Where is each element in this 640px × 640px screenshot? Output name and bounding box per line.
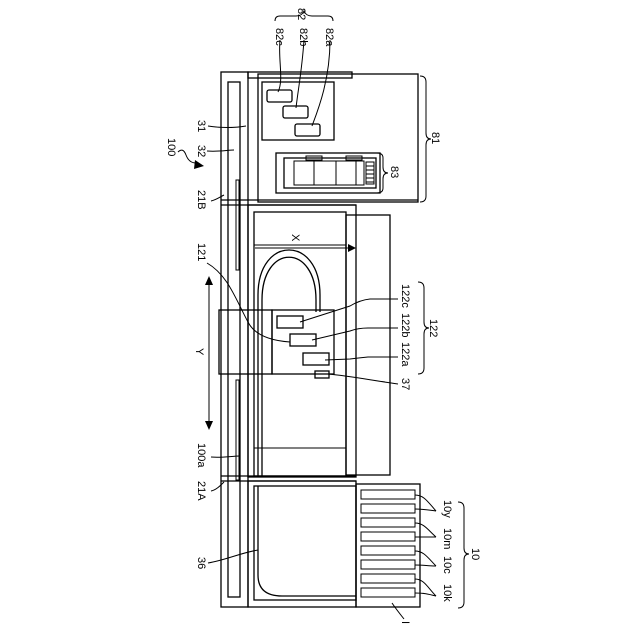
label-122: 122	[427, 319, 439, 337]
label-121: 121	[195, 243, 207, 261]
y-arrow	[205, 276, 213, 430]
label-82a: 82a	[323, 28, 335, 47]
label-10m: 10m	[441, 528, 453, 549]
label-10: 10	[469, 548, 481, 560]
cartridge	[361, 588, 415, 597]
carriage-121	[219, 310, 334, 378]
cartridge	[361, 574, 415, 583]
cartridge	[361, 504, 415, 513]
cap-unit-83	[276, 153, 380, 193]
label-83: 83	[388, 166, 400, 178]
component-82a	[295, 124, 320, 136]
label-122b: 122b	[399, 313, 411, 337]
print-area	[248, 205, 390, 477]
label-x: X	[289, 234, 301, 242]
label-100a: 100a	[195, 443, 207, 468]
label-82b: 82b	[297, 28, 309, 46]
label-37: 37	[399, 378, 411, 390]
ink-unit-10	[356, 484, 420, 607]
label-100: 100	[165, 138, 177, 156]
y-rail	[236, 180, 239, 480]
labels: 100 82 82c 82b 82a 31 32 81 83 21B X 121…	[165, 8, 481, 624]
label-82c: 82c	[273, 28, 285, 46]
component-82b	[283, 106, 308, 118]
label-36: 36	[195, 557, 207, 569]
label-122a: 122a	[399, 342, 411, 367]
label-81: 81	[429, 132, 441, 144]
cartridge	[361, 518, 415, 527]
maintenance-unit	[258, 74, 418, 202]
label-I: I	[399, 621, 411, 624]
label-10c: 10c	[441, 556, 453, 574]
lower-area	[248, 481, 356, 607]
component-82c	[267, 90, 292, 102]
cartridge	[361, 532, 415, 541]
cartridge	[361, 560, 415, 569]
label-y: Y	[193, 348, 205, 356]
label-122c: 122c	[399, 284, 411, 308]
label-10k: 10k	[441, 584, 453, 602]
platen-loop	[258, 250, 320, 476]
cartridge	[361, 490, 415, 499]
label-21B: 21B	[195, 190, 207, 210]
label-32: 32	[195, 145, 207, 157]
cartridge	[361, 546, 415, 555]
head-122c	[277, 316, 303, 328]
main-frame	[221, 72, 352, 607]
label-82: 82	[295, 8, 307, 20]
label-21A: 21A	[195, 481, 207, 501]
label-31: 31	[195, 120, 207, 132]
head-122a	[303, 353, 329, 365]
label-10y: 10y	[441, 500, 453, 518]
